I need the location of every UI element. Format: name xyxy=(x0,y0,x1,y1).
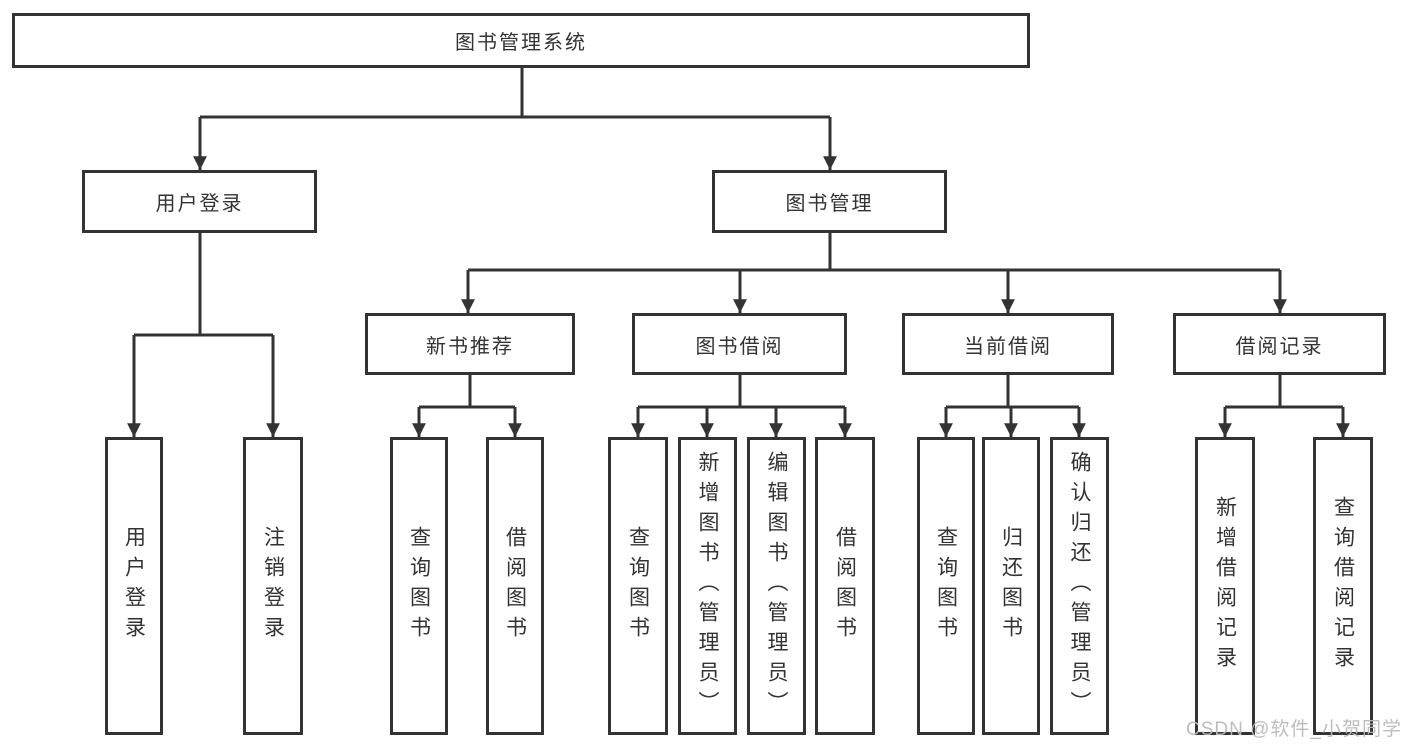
node-book-borrowing: 图书借阅 xyxy=(632,313,847,375)
node-library-management-system: 图书管理系统 xyxy=(12,13,1030,68)
csdn-watermark: CSDN @软件_小贺同学 xyxy=(1186,719,1402,740)
node-label: 图书管理系统 xyxy=(455,32,587,54)
leaf-query-borrow-record: 查询借阅记录 xyxy=(1313,437,1373,735)
node-label: 确认归还（管理员） xyxy=(1068,451,1091,721)
node-label: 借阅图书 xyxy=(833,526,857,646)
node-user-login: 用户登录 xyxy=(82,170,317,233)
leaf-edit-books-admin: 编辑图书（管理员） xyxy=(747,437,806,735)
node-book-management: 图书管理 xyxy=(712,170,947,233)
node-label: 图书管理 xyxy=(785,193,874,215)
node-label: 当前借阅 xyxy=(964,335,1052,358)
node-label: 新增借阅记录 xyxy=(1213,496,1237,676)
node-label: 查询图书 xyxy=(934,526,958,646)
node-new-book-recommendation: 新书推荐 xyxy=(365,313,575,375)
node-label: 查询图书 xyxy=(626,526,650,646)
node-borrowing-records: 借阅记录 xyxy=(1173,313,1386,375)
node-label: 用户登录 xyxy=(155,193,244,215)
leaf-confirm-return-admin: 确认归还（管理员） xyxy=(1050,437,1109,735)
leaf-user-login: 用户登录 xyxy=(105,437,163,735)
node-label: 编辑图书（管理员） xyxy=(765,451,788,721)
node-label: 新增图书（管理员） xyxy=(696,451,719,721)
node-label: 图书借阅 xyxy=(695,335,784,358)
leaf-query-books-borrowing: 查询图书 xyxy=(608,437,668,735)
node-label: 归还图书 xyxy=(999,526,1023,646)
node-label: 借阅记录 xyxy=(1235,335,1324,358)
node-label: 借阅图书 xyxy=(503,526,527,646)
leaf-add-borrow-record: 新增借阅记录 xyxy=(1195,437,1255,735)
node-label: 查询借阅记录 xyxy=(1331,496,1355,676)
leaf-borrow-books-borrowing: 借阅图书 xyxy=(815,437,875,735)
node-label: 新书推荐 xyxy=(426,335,514,358)
node-current-borrowing: 当前借阅 xyxy=(902,313,1114,375)
leaf-return-books: 归还图书 xyxy=(982,437,1040,735)
node-label: 查询图书 xyxy=(407,526,431,646)
leaf-add-books-admin: 新增图书（管理员） xyxy=(678,437,737,735)
node-label: 用户登录 xyxy=(122,526,146,646)
leaf-query-books-current: 查询图书 xyxy=(917,437,975,735)
leaf-query-books-recommend: 查询图书 xyxy=(390,437,448,735)
leaf-borrow-books-recommend: 借阅图书 xyxy=(486,437,544,735)
node-label: 注销登录 xyxy=(261,526,285,646)
leaf-logout-login: 注销登录 xyxy=(243,437,303,735)
